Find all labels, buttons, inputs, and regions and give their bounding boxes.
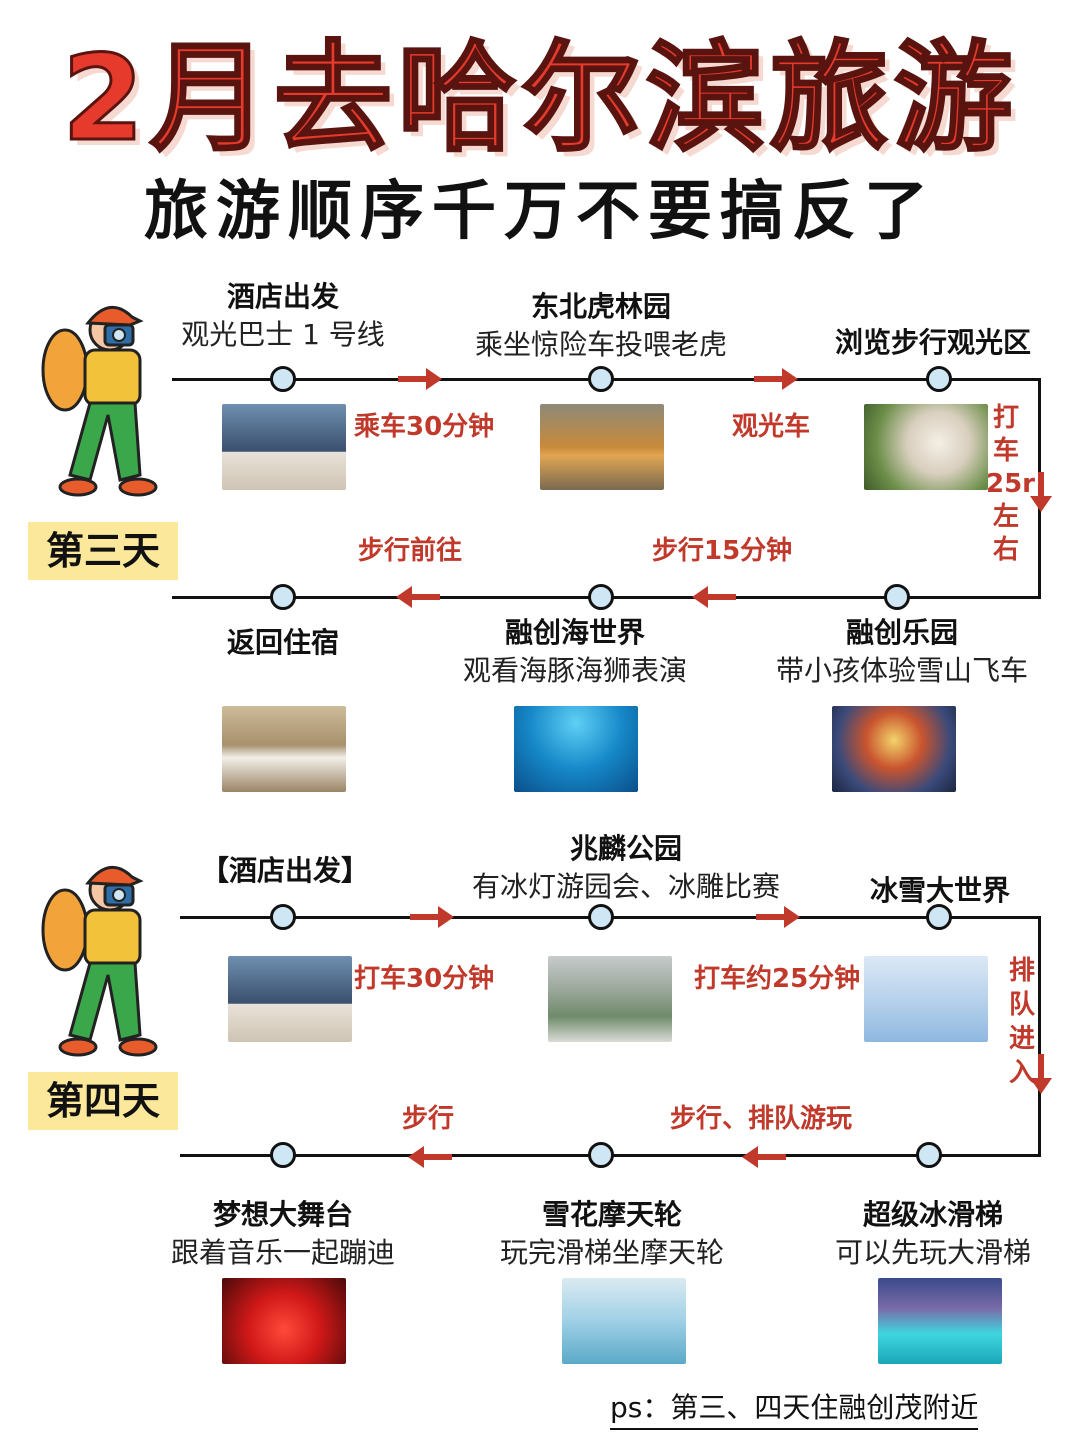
stop-desc: 乘坐惊险车投喂老虎: [474, 328, 727, 361]
day4-badge: 第四天: [28, 1072, 178, 1130]
stop-desc: 跟着音乐一起蹦迪: [170, 1236, 395, 1269]
stop-desc: 观光巴士 1 号线: [181, 318, 385, 351]
day3-stop-dot: [926, 366, 952, 392]
snowflake-ferris-wheel-photo: [562, 1278, 686, 1364]
snowy-park-photo: [548, 956, 672, 1042]
day4-stop-dot: [588, 1142, 614, 1168]
day3-stop-2: 东北虎林园 乘坐惊险车投喂老虎: [460, 288, 742, 364]
arrow-right-icon: [756, 906, 800, 928]
tiger-photo: [540, 404, 664, 490]
footer-note: ps：第三、四天住融创茂附近: [610, 1386, 979, 1430]
stop-name: 梦想大舞台: [212, 1198, 353, 1231]
day3-stop-6: 返回住宿: [180, 624, 386, 662]
arrow-left-icon: [692, 586, 736, 608]
day3-stop-dot: [884, 584, 910, 610]
day3-stop-5: 融创海世界 观看海豚海狮表演: [440, 614, 710, 690]
hotel-bedroom-photo: [222, 706, 346, 792]
stop-name: 超级冰滑梯: [862, 1198, 1003, 1231]
transfer-label-vertical: 排队进入: [1008, 956, 1035, 1088]
day4-stop-4: 超级冰滑梯 可以先玩大滑梯: [806, 1196, 1060, 1272]
arrow-down-icon: [1030, 472, 1052, 512]
stop-desc: 可以先玩大滑梯: [834, 1236, 1031, 1269]
traveler-illustration-day3: [41, 306, 158, 497]
transfer-label: 步行、排队游玩: [670, 1104, 853, 1134]
stop-name: 冰雪大世界: [869, 874, 1010, 907]
day4-stop-1: 【酒店出发】: [190, 852, 380, 890]
day4-stop-2: 兆麟公园 有冰灯游园会、冰雕比赛: [444, 830, 808, 906]
day3-stop-1: 酒店出发 观光巴士 1 号线: [150, 278, 416, 354]
arrow-down-icon: [1030, 1054, 1052, 1094]
stop-desc: 玩完滑梯坐摩天轮: [499, 1236, 724, 1269]
day4-stop-dot: [926, 904, 952, 930]
page-title: 2月去哈尔滨旅游: [60, 28, 1019, 169]
day3-stop-dot: [270, 366, 296, 392]
stop-name: 【酒店出发】: [200, 854, 369, 887]
day4-stop-dot: [588, 904, 614, 930]
day3-badge: 第三天: [28, 522, 178, 580]
stop-desc: 观看海豚海狮表演: [462, 654, 687, 687]
transfer-label: 打车30分钟: [354, 964, 495, 994]
stop-name: 融创乐园: [845, 616, 958, 649]
day3-stop-dot: [588, 584, 614, 610]
transfer-label: 观光车: [732, 412, 811, 442]
arrow-right-icon: [754, 368, 798, 390]
day4-stop-dot: [270, 1142, 296, 1168]
stop-name: 返回住宿: [226, 626, 339, 659]
day4-stop-5: 雪花摩天轮 玩完滑梯坐摩天轮: [474, 1196, 750, 1272]
amusement-park-photo: [832, 706, 956, 792]
stop-name: 雪花摩天轮: [541, 1198, 682, 1231]
ice-slide-photo: [878, 1278, 1002, 1364]
hotel-room-photo: [228, 956, 352, 1042]
transfer-label: 步行15分钟: [652, 536, 793, 566]
stop-name: 浏览步行观光区: [834, 326, 1031, 359]
day4-stop-6: 梦想大舞台 跟着音乐一起蹦迪: [150, 1196, 416, 1272]
stop-desc: 带小孩体验雪山飞车: [775, 654, 1028, 687]
day4-route-line-right: [1038, 916, 1041, 1156]
ice-world-ferris-wheel-photo: [864, 956, 988, 1042]
transfer-label: 步行: [402, 1104, 455, 1134]
page-subtitle: 旅游顺序千万不要搞反了: [144, 175, 936, 249]
arrow-left-icon: [742, 1146, 786, 1168]
tiger-cub-photo: [864, 404, 988, 490]
arrow-left-icon: [408, 1146, 452, 1168]
arrow-right-icon: [410, 906, 454, 928]
aquarium-photo: [514, 706, 638, 792]
stop-name: 融创海世界: [504, 616, 645, 649]
day4-stop-dot: [916, 1142, 942, 1168]
stage-photo: [222, 1278, 346, 1364]
stop-name: 兆麟公园: [569, 832, 682, 865]
hotel-room-photo: [222, 404, 346, 490]
stop-name: 东北虎林园: [530, 290, 671, 323]
day3-stop-dot: [270, 584, 296, 610]
arrow-right-icon: [398, 368, 442, 390]
arrow-left-icon: [396, 586, 440, 608]
transfer-label: 打车约25分钟: [694, 964, 861, 994]
stop-name: 酒店出发: [226, 280, 339, 313]
day4-stop-3: 冰雪大世界: [848, 872, 1032, 910]
stop-desc: 有冰灯游园会、冰雕比赛: [471, 870, 780, 903]
day3-stop-4: 融创乐园 带小孩体验雪山飞车: [754, 614, 1050, 690]
day4-stop-dot: [270, 904, 296, 930]
transfer-label: 步行前往: [358, 536, 463, 566]
day3-stop-dot: [588, 366, 614, 392]
traveler-illustration-day4: [41, 866, 158, 1057]
day3-stop-3: 浏览步行观光区: [808, 324, 1058, 362]
transfer-label: 乘车30分钟: [354, 412, 495, 442]
